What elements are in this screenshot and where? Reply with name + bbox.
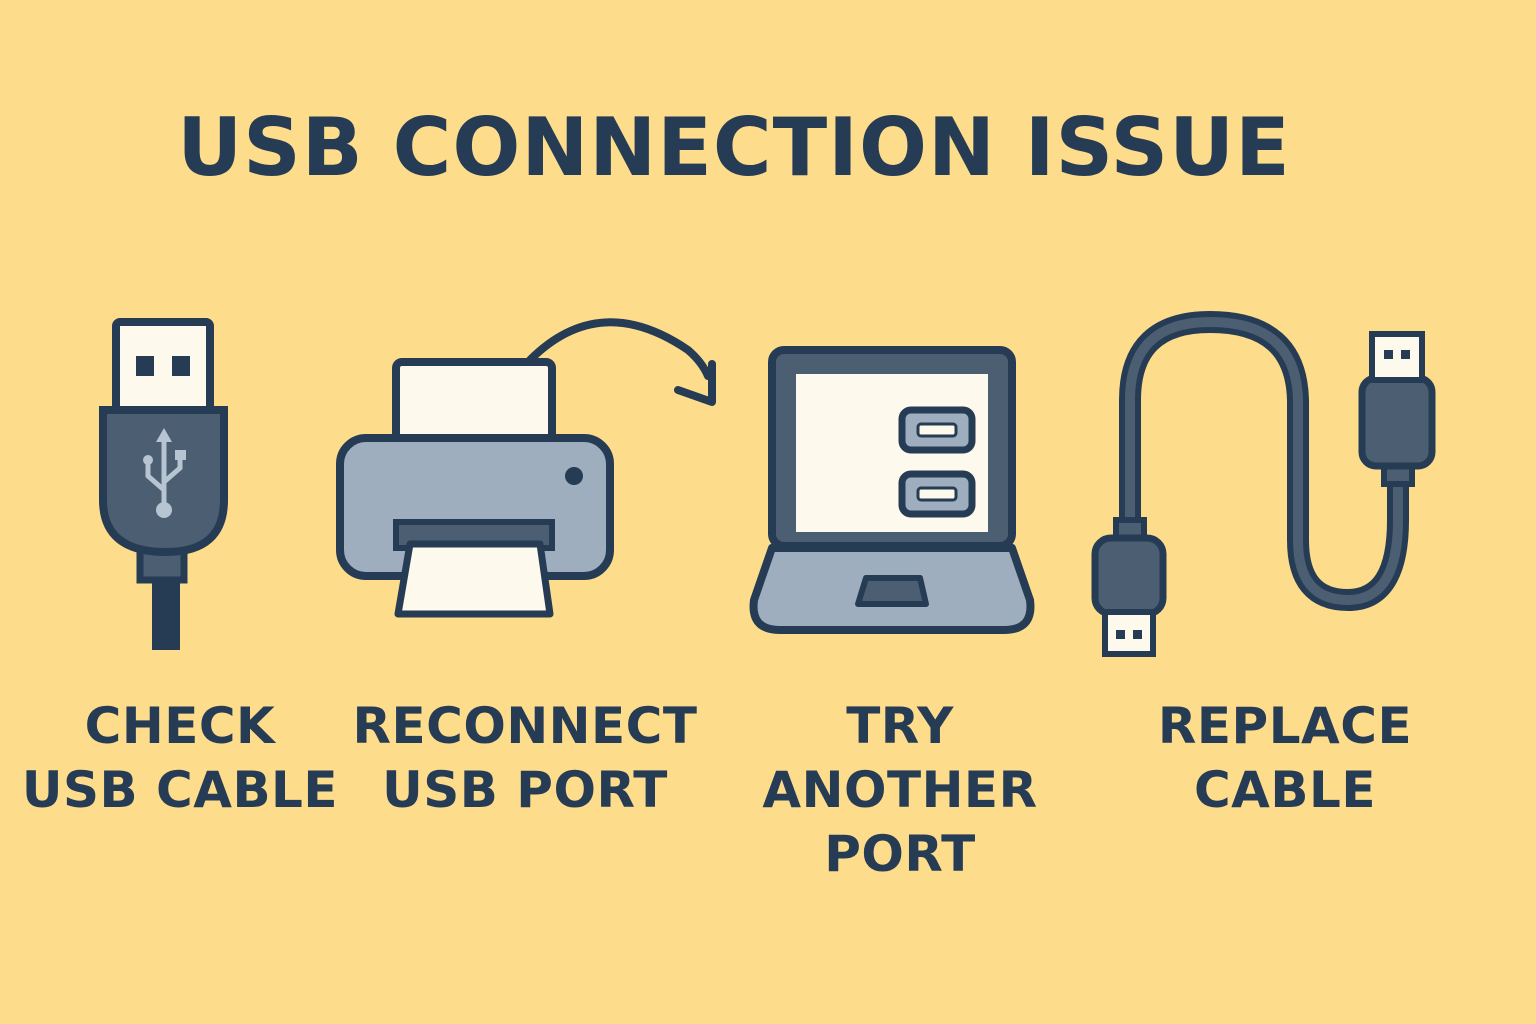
laptop-icon: [749, 346, 1035, 634]
usb-plug-icon: [99, 318, 228, 650]
curved-arrow-icon: [526, 318, 716, 406]
step-label-line: RECONNECT: [352, 697, 698, 755]
printer-icon: [336, 358, 614, 618]
step-label-replace-cable: REPLACE CABLE: [1120, 694, 1450, 822]
step-label-line: USB CABLE: [21, 761, 339, 819]
step-label-line: ANOTHER: [762, 761, 1038, 819]
step-label-line: REPLACE: [1157, 697, 1413, 755]
step-label-line: CABLE: [1193, 761, 1377, 819]
step-label-reconnect-usb-port: RECONNECT USB PORT: [340, 694, 710, 822]
step-label-check-usb-cable: CHECK USB CABLE: [20, 694, 340, 822]
step-label-line: PORT: [824, 825, 976, 883]
step-label-line: USB PORT: [382, 761, 668, 819]
cable-icon: [1091, 310, 1436, 657]
step-label-try-another-port: TRY ANOTHER PORT: [740, 694, 1060, 886]
page-title: USB CONNECTION ISSUE: [177, 101, 1291, 194]
step-label-line: TRY: [846, 697, 954, 755]
step-label-line: CHECK: [84, 697, 276, 755]
